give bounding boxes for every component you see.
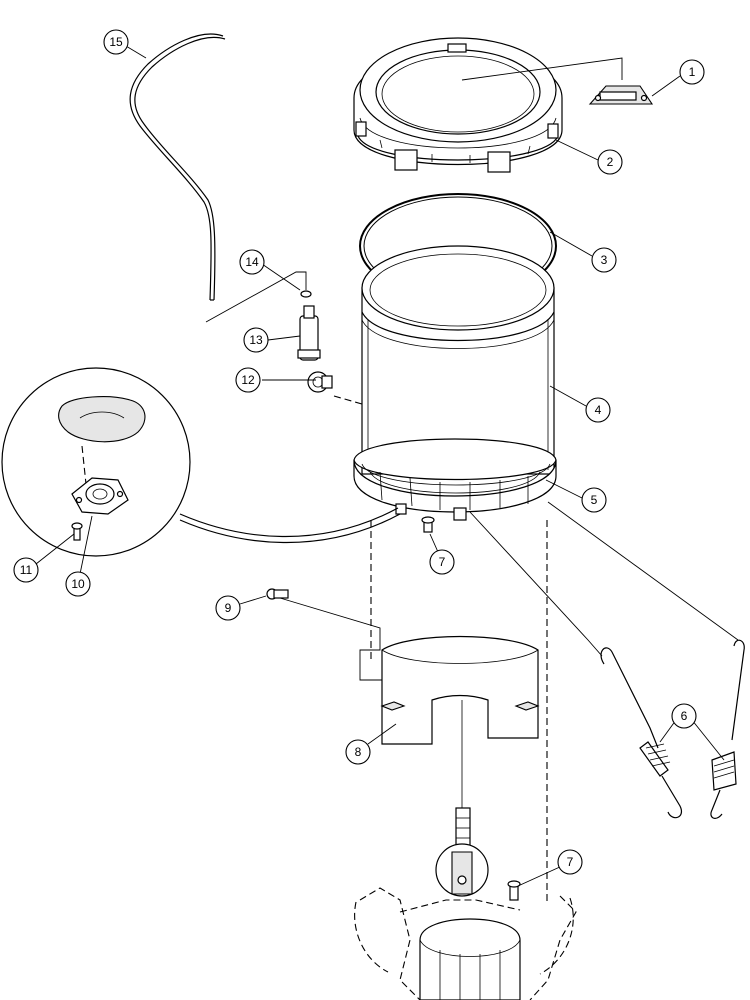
callout-10: 10 — [65, 571, 91, 597]
part-8-counterweight — [380, 635, 540, 745]
callout-3: 3 — [591, 247, 617, 273]
svg-text:7: 7 — [567, 855, 574, 869]
part-1-clip — [588, 85, 654, 105]
callout-15: 15 — [103, 29, 129, 55]
svg-text:10: 10 — [71, 577, 85, 591]
part-7-bolt-lower — [507, 880, 521, 901]
callout-13: 13 — [243, 327, 269, 353]
drive-assembly — [354, 807, 577, 1000]
part-5-tub-base — [353, 438, 557, 521]
part-2-top-ring — [353, 37, 563, 173]
part-14-cap — [300, 290, 312, 298]
assembly-line-1 — [461, 57, 623, 81]
svg-text:11: 11 — [20, 563, 33, 577]
callout-9: 9 — [215, 595, 241, 621]
leader-lines — [35, 45, 725, 887]
svg-text:3: 3 — [601, 253, 608, 267]
callout-1: 1 — [679, 59, 705, 85]
part-9-screw — [266, 588, 289, 600]
callout-7-lower: 7 — [557, 849, 583, 875]
svg-text:13: 13 — [249, 333, 263, 347]
spring-leader-lines — [469, 501, 739, 657]
part-6-spring-left — [600, 647, 682, 819]
svg-text:14: 14 — [245, 255, 259, 269]
part-7-bolt-upper — [421, 516, 435, 533]
part-6-spring-right — [710, 639, 745, 819]
callout-5: 5 — [581, 487, 607, 513]
callout-11: 11 — [13, 557, 39, 583]
part-12-grommet — [307, 371, 333, 393]
svg-text:5: 5 — [591, 493, 598, 507]
assembly-line-14 — [205, 271, 307, 323]
callout-2: 2 — [597, 149, 623, 175]
svg-text:15: 15 — [109, 35, 123, 49]
callout-7-upper: 7 — [429, 549, 455, 575]
part-15-hose — [129, 33, 226, 301]
svg-text:6: 6 — [681, 709, 688, 723]
assembly-lines — [279, 520, 548, 905]
svg-text:7: 7 — [439, 555, 446, 569]
callout-4: 4 — [585, 397, 611, 423]
svg-text:4: 4 — [595, 403, 602, 417]
svg-text:8: 8 — [355, 745, 362, 759]
callout-12: 12 — [235, 367, 261, 393]
callout-14: 14 — [239, 249, 265, 275]
svg-text:9: 9 — [225, 601, 232, 615]
part-13-valve-body — [297, 305, 321, 361]
callout-6: 6 — [671, 703, 697, 729]
svg-text:2: 2 — [607, 155, 614, 169]
assembly-line-12 — [333, 395, 363, 405]
callout-8: 8 — [345, 739, 371, 765]
svg-text:12: 12 — [241, 373, 255, 387]
detail-inset — [1, 367, 401, 557]
svg-text:1: 1 — [689, 65, 696, 79]
